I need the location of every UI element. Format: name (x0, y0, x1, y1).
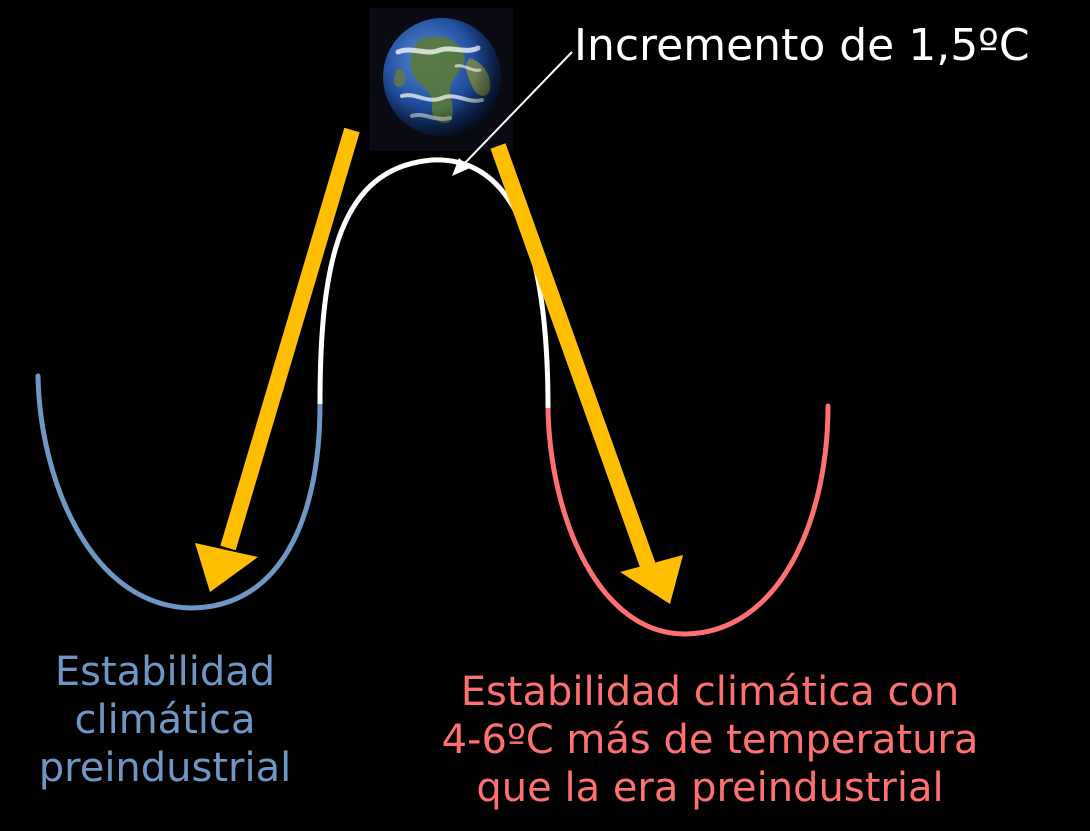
preindustrial-state-label: Estabilidad climática preindustrial (0, 648, 330, 792)
earth-globe-icon (370, 8, 513, 151)
arrow-to-hothouse (490, 143, 683, 604)
label-line: climática (74, 697, 256, 743)
right-valley-curve (545, 403, 831, 637)
label-line: 4-6ºC más de temperatura (441, 717, 979, 763)
label-line: que la era preindustrial (476, 765, 944, 811)
arrow-to-preindustrial (195, 127, 360, 592)
label-line: Estabilidad climática con (460, 669, 960, 715)
hothouse-state-label: Estabilidad climática con 4-6ºC más de t… (370, 668, 1050, 812)
left-valley-curve (35, 373, 323, 611)
annotation-pointer (452, 51, 573, 176)
label-line: preindustrial (38, 745, 292, 791)
warming-annotation: Incremento de 1,5ºC (574, 20, 1030, 71)
label-line: Estabilidad (54, 649, 276, 695)
